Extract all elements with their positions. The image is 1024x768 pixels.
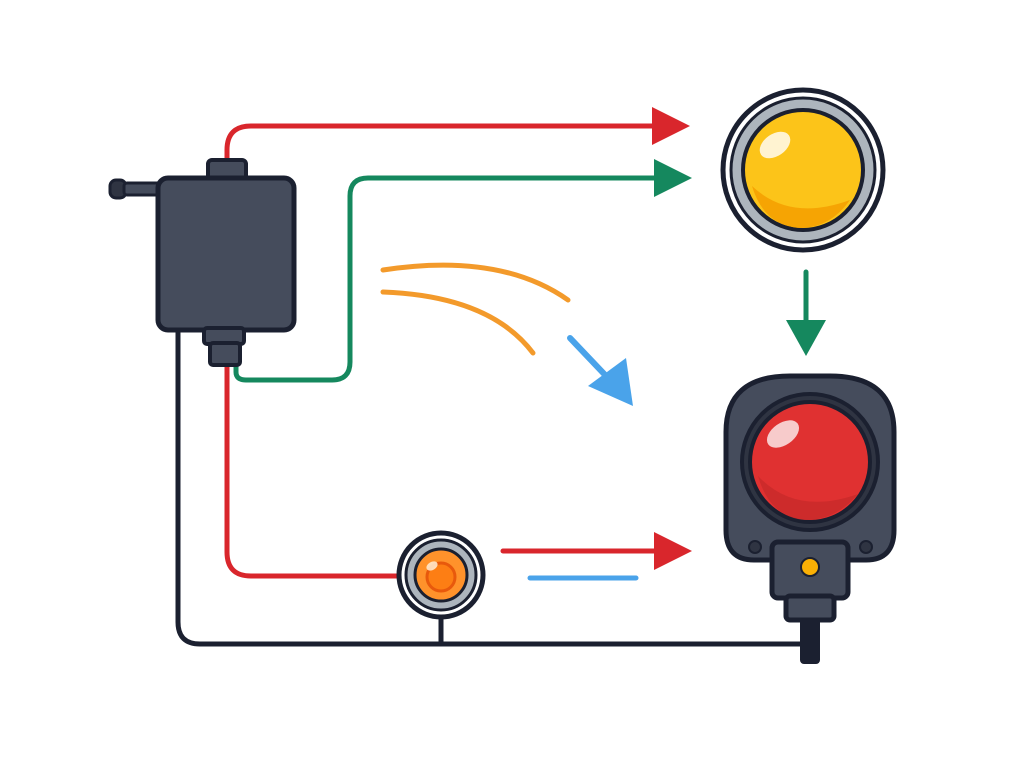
- control-module-icon: [108, 158, 297, 367]
- indicator-light-icon: [396, 530, 486, 620]
- black-ground-wire: [175, 327, 811, 647]
- yellow-lamp-icon: [720, 87, 886, 253]
- blue-diagonal-arrow: [567, 335, 611, 381]
- orange-curve-lower: [380, 289, 536, 356]
- green-down-arrowhead-icon: [786, 320, 826, 356]
- red-wire-top-arrowhead-icon: [652, 107, 690, 145]
- red-wire-bottom: [224, 363, 408, 579]
- green-wire-arrowhead-icon: [654, 159, 692, 197]
- red-light-icon: [723, 373, 897, 664]
- red-signal-arrowhead-icon: [654, 532, 692, 570]
- red-wire-top: [224, 123, 663, 165]
- blue-diagonal-arrowhead-icon: [588, 358, 633, 406]
- orange-curve-upper: [380, 262, 571, 303]
- green-wire: [233, 175, 665, 383]
